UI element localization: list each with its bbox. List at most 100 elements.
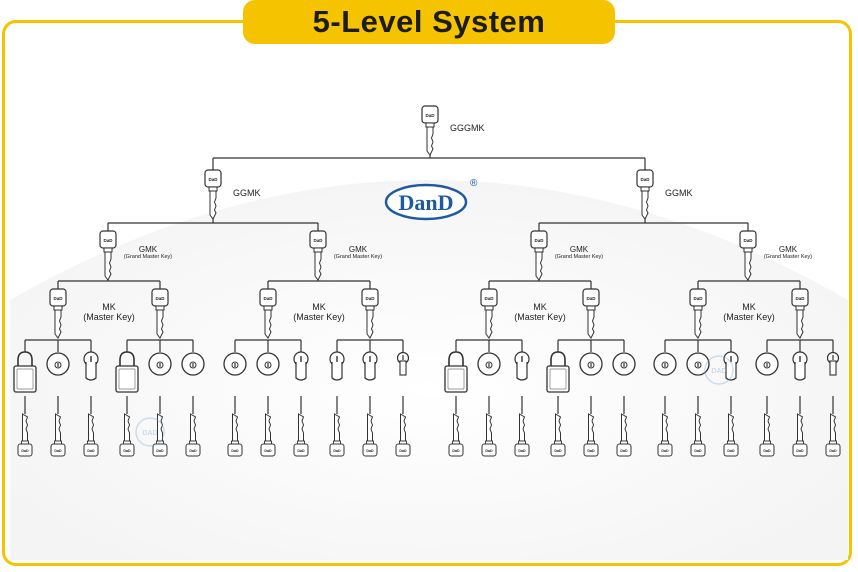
svg-text:DaD: DaD: [333, 449, 341, 453]
svg-text:DaD: DaD: [763, 449, 771, 453]
euro-cylinder-icon: [792, 351, 808, 381]
svg-text:DaD: DaD: [156, 449, 164, 453]
change-key-icon: DaD: [657, 413, 673, 457]
svg-text:DaD: DaD: [53, 296, 63, 301]
mk-label: MK: [533, 302, 547, 312]
svg-text:DaD: DaD: [743, 238, 753, 243]
knob-lock-icon: [477, 352, 501, 376]
svg-text:DaD: DaD: [231, 449, 239, 453]
change-key-icon: DaD: [83, 413, 99, 457]
svg-text:DaD: DaD: [189, 449, 197, 453]
gggmk-label: GGGMK: [450, 123, 485, 133]
registered-mark: ®: [470, 178, 478, 189]
gmk-label: GMK: [139, 245, 158, 254]
svg-text:DaD: DaD: [587, 449, 595, 453]
gmk-key-icon: DaD: [309, 230, 327, 281]
mk-label: MK: [742, 302, 756, 312]
svg-text:DaD: DaD: [586, 296, 596, 301]
change-key-icon: DaD: [227, 413, 243, 457]
background-glow: [10, 180, 848, 560]
knob-lock-icon: [148, 352, 172, 376]
svg-text:DaD: DaD: [365, 296, 375, 301]
ggmk-label: GGMK: [233, 188, 261, 198]
knob-lock-icon: [755, 352, 779, 376]
change-key-icon: DaD: [759, 413, 775, 457]
change-key-icon: DaD: [362, 413, 378, 457]
svg-text:DaD: DaD: [366, 449, 374, 453]
page-title: 5-Level System: [312, 4, 546, 39]
gmk-label: GMK: [570, 245, 589, 254]
mk-sublabel: (Master Key): [723, 312, 775, 322]
mk-key-icon: DaD: [151, 288, 169, 339]
svg-text:DAD: DAD: [142, 430, 157, 437]
gmk-key-icon: DaD: [99, 230, 117, 281]
svg-text:DaD: DaD: [123, 449, 131, 453]
svg-text:DaD: DaD: [297, 449, 305, 453]
svg-text:DaD: DaD: [693, 296, 703, 301]
small-cylinder-icon: [396, 351, 410, 376]
change-key-icon: DaD: [293, 413, 309, 457]
watermark-stamp: DAD: [704, 355, 734, 385]
mk-key-icon: DaD: [791, 288, 809, 339]
mk-key-icon: DaD: [689, 288, 707, 339]
dand-logo: DanD ®: [384, 178, 478, 221]
svg-text:DaD: DaD: [829, 449, 837, 453]
watermark-stamp: DAD: [135, 417, 165, 447]
svg-text:DaD: DaD: [399, 449, 407, 453]
knob-lock-icon: [579, 352, 603, 376]
svg-text:DAD: DAD: [711, 368, 726, 375]
change-key-icon: DaD: [550, 413, 566, 457]
svg-text:DaD: DaD: [103, 238, 113, 243]
gggmk-key-icon: DaD: [421, 105, 439, 156]
svg-text:DaD: DaD: [620, 449, 628, 453]
knob-lock-icon: [612, 352, 636, 376]
small-cylinder-icon: [826, 351, 840, 376]
svg-text:DaD: DaD: [727, 449, 735, 453]
mk-label: MK: [312, 302, 326, 312]
padlock-icon: [546, 351, 570, 393]
mk-key-icon: DaD: [361, 288, 379, 339]
mk-key-icon: DaD: [582, 288, 600, 339]
svg-text:DaD: DaD: [155, 296, 165, 301]
svg-text:DaD: DaD: [518, 449, 526, 453]
gmk-sublabel: (Grand Master Key): [334, 254, 382, 260]
svg-text:DaD: DaD: [263, 296, 273, 301]
mk-sublabel: (Master Key): [293, 312, 345, 322]
change-key-icon: DaD: [50, 413, 66, 457]
change-key-icon: DaD: [17, 413, 33, 457]
svg-text:DaD: DaD: [554, 449, 562, 453]
svg-text:DaD: DaD: [208, 177, 218, 182]
change-key-icon: DaD: [792, 413, 808, 457]
svg-text:DaD: DaD: [484, 296, 494, 301]
knob-lock-icon: [223, 352, 247, 376]
gmk-sublabel: (Grand Master Key): [555, 254, 603, 260]
padlock-icon: [13, 351, 37, 393]
euro-cylinder-icon: [514, 351, 530, 381]
svg-text:DaD: DaD: [313, 238, 323, 243]
padlock-icon: [115, 351, 139, 393]
knob-lock-icon: [686, 352, 710, 376]
svg-text:DaD: DaD: [452, 449, 460, 453]
mk-sublabel: (Master Key): [514, 312, 566, 322]
svg-text:DaD: DaD: [485, 449, 493, 453]
change-key-icon: DaD: [723, 413, 739, 457]
change-key-icon: DaD: [119, 413, 135, 457]
gmk-sublabel: (Grand Master Key): [124, 254, 172, 260]
change-key-icon: DaD: [583, 413, 599, 457]
change-key-icon: DaD: [448, 413, 464, 457]
euro-cylinder-icon: [293, 351, 309, 381]
knob-lock-icon: [653, 352, 677, 376]
ggmk-label: GGMK: [665, 188, 693, 198]
svg-text:DaD: DaD: [87, 449, 95, 453]
change-key-icon: DaD: [395, 413, 411, 457]
change-key-icon: DaD: [616, 413, 632, 457]
gmk-key-icon: DaD: [530, 230, 548, 281]
ggmk-key-icon: DaD: [636, 169, 654, 220]
change-key-icon: DaD: [825, 413, 841, 457]
change-key-icon: DaD: [185, 413, 201, 457]
gmk-sublabel: (Grand Master Key): [764, 254, 812, 260]
change-key-icon: DaD: [329, 413, 345, 457]
gmk-key-icon: DaD: [739, 230, 757, 281]
mk-key-icon: DaD: [480, 288, 498, 339]
